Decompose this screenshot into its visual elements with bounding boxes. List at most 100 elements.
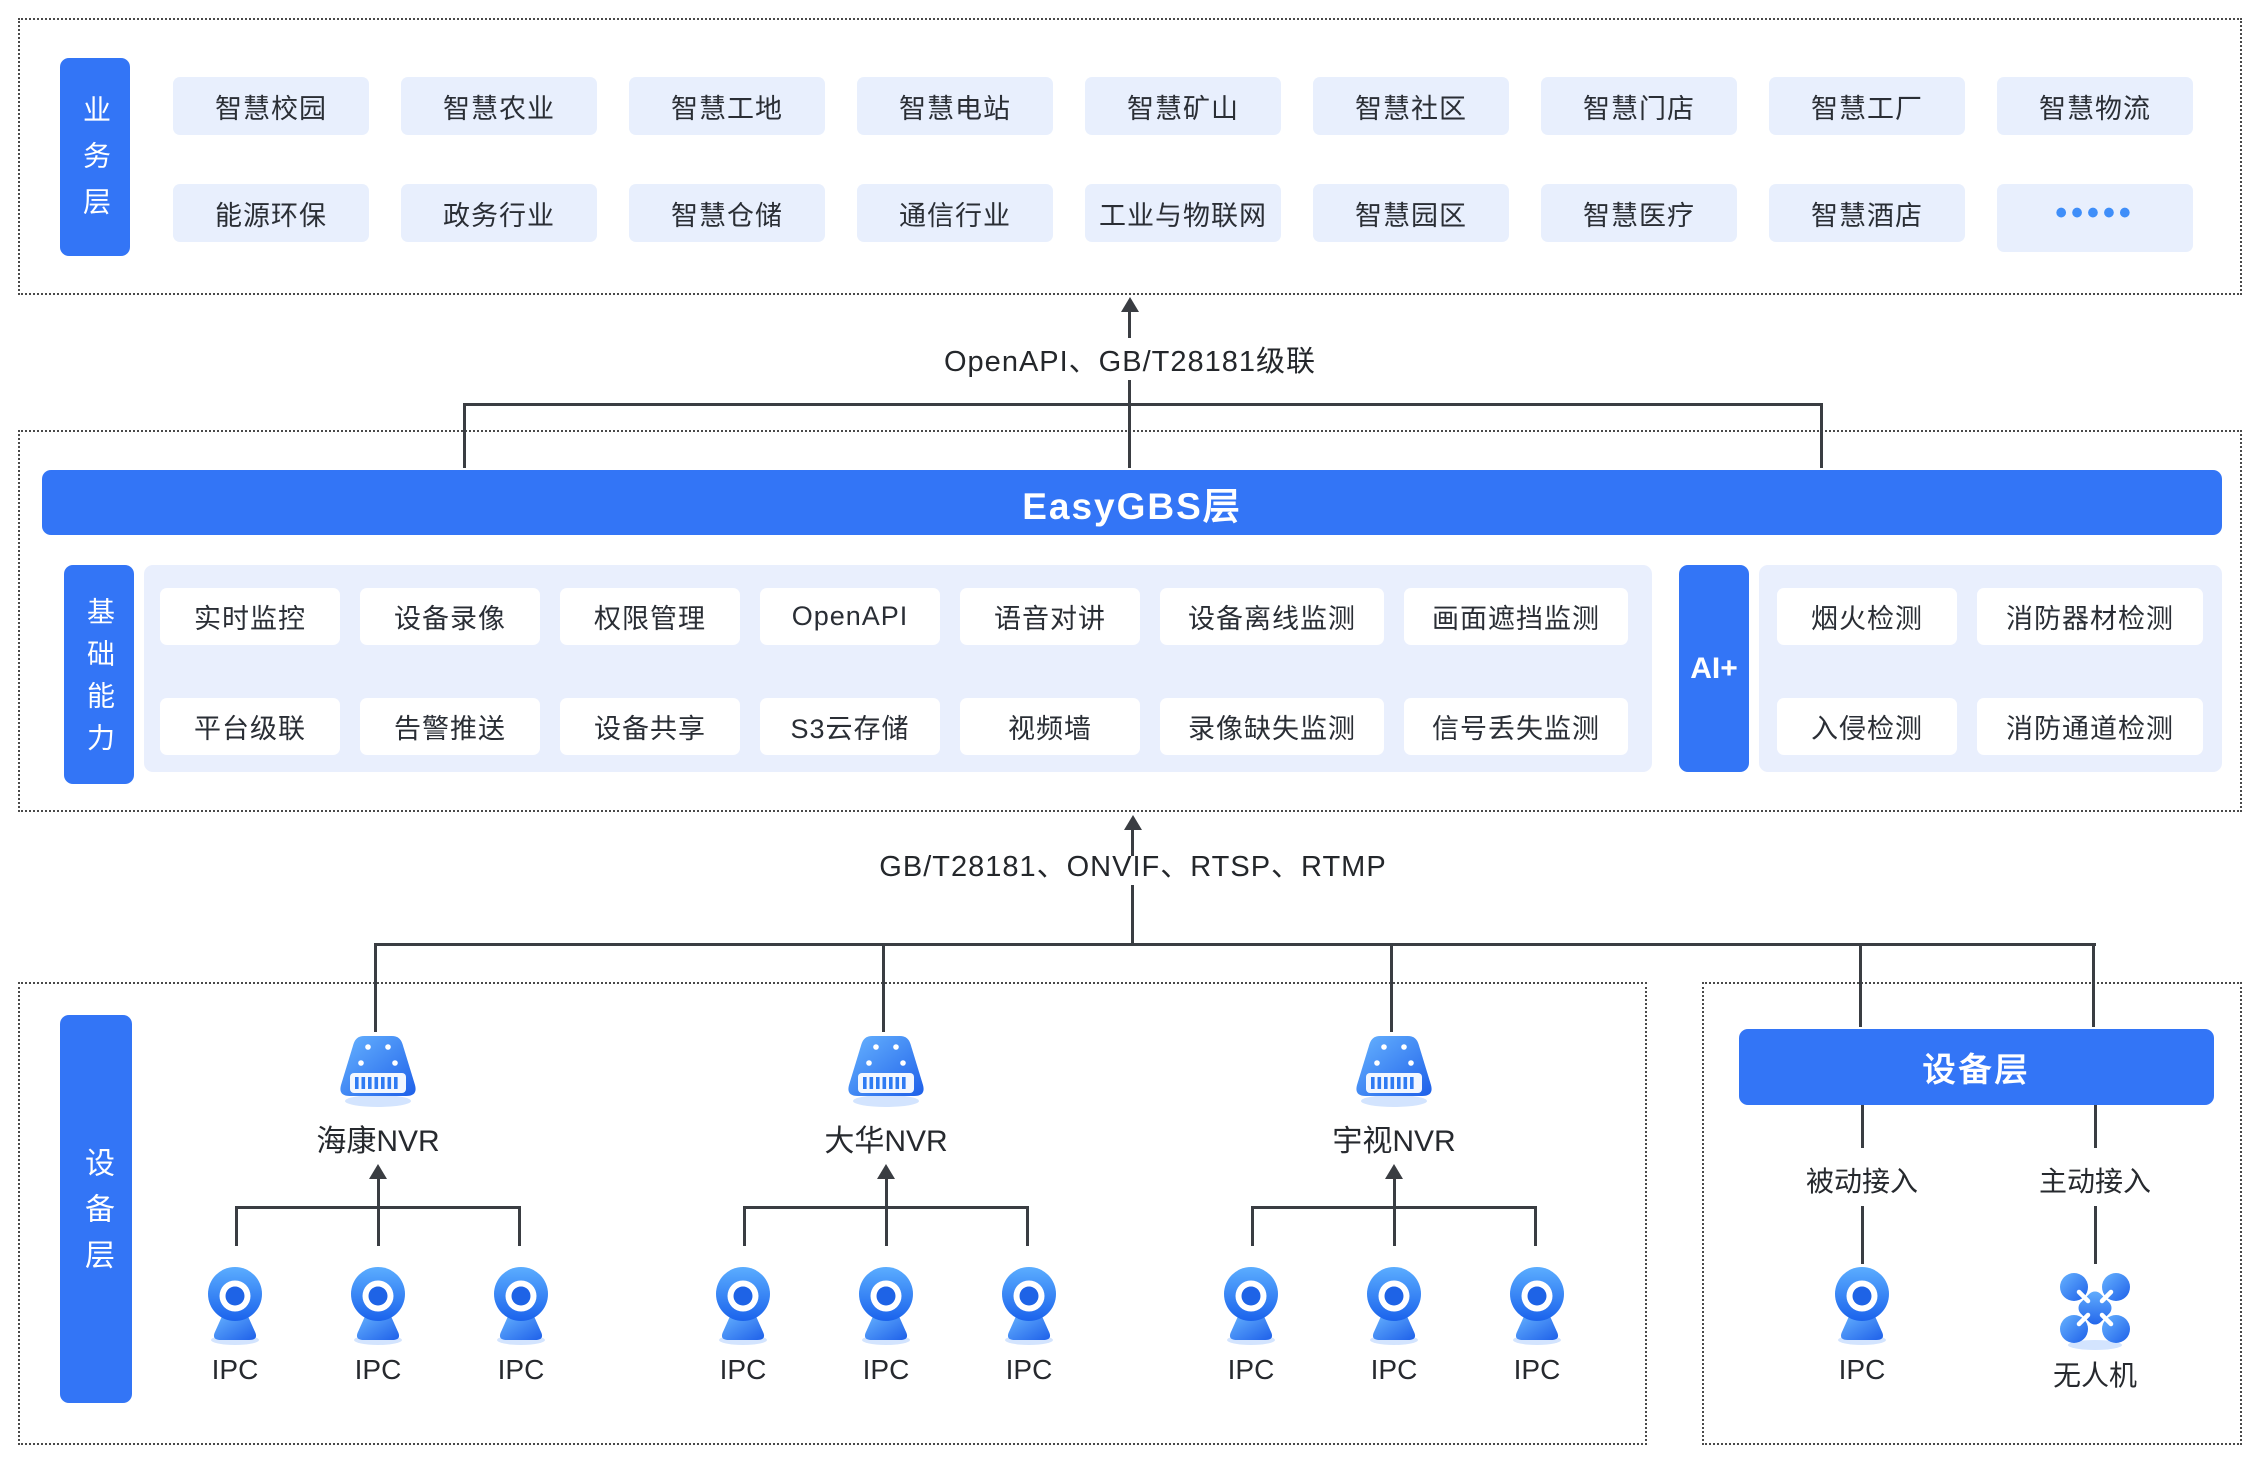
connector-line — [1393, 1178, 1396, 1246]
capabilities-row-1: 实时监控 设备录像 权限管理 OpenAPI 语音对讲 设备离线监测 画面遮挡监… — [160, 588, 1628, 645]
ipc-label: IPC — [497, 1354, 545, 1385]
ipc-camera-icon — [203, 1264, 267, 1351]
business-chip: 通信行业 — [857, 184, 1053, 242]
capability-chip: 实时监控 — [160, 588, 340, 645]
bracket-line — [1534, 1206, 1537, 1246]
drop-line — [1859, 943, 1862, 1027]
platform-layer-section: EasyGBS层 基础能力 实时监控 设备录像 权限管理 OpenAPI 语音对… — [18, 430, 2242, 812]
ipc-label: IPC — [1838, 1354, 1886, 1385]
business-chip: 智慧工厂 — [1769, 77, 1965, 135]
connector-line — [2094, 1206, 2097, 1264]
business-chip-more-dots: ••••• — [1997, 184, 2193, 252]
business-chip: 智慧门店 — [1541, 77, 1737, 135]
up-arrow-icon — [1124, 815, 1142, 830]
business-chip: 工业与物联网 — [1085, 184, 1281, 242]
ai-row-1: 烟火检测 消防器材检测 — [1777, 588, 2203, 645]
bracket-line — [1026, 1206, 1029, 1246]
bracket-line — [1251, 1206, 1254, 1246]
nvr-group-uniview: 宇视NVR IPC IPC IPC — [1194, 984, 1594, 1447]
bracket-line — [518, 1206, 521, 1246]
capability-chip: 信号丢失监测 — [1404, 698, 1628, 755]
capabilities-panel: 实时监控 设备录像 权限管理 OpenAPI 语音对讲 设备离线监测 画面遮挡监… — [144, 565, 1652, 772]
bracket-line — [743, 1206, 1029, 1209]
business-chip-grid: 智慧校园 智慧农业 智慧工地 智慧电站 智慧矿山 智慧社区 智慧门店 智慧工厂 … — [173, 77, 2193, 252]
business-chip: 智慧矿山 — [1085, 77, 1281, 135]
bracket-line — [235, 1206, 521, 1209]
ai-capability-chip: 消防器材检测 — [1977, 588, 2203, 645]
drop-line — [2092, 943, 2095, 1027]
nvr-icon — [1348, 1032, 1440, 1115]
capability-layer-label: 基础能力 — [64, 565, 134, 784]
bracket-line — [463, 403, 1823, 406]
ipc-label: IPC — [1513, 1354, 1561, 1385]
capability-chip: 设备共享 — [560, 698, 740, 755]
nvr-name: 宇视NVR — [1332, 1125, 1456, 1158]
connector-line — [1128, 380, 1131, 468]
ipc-camera-icon — [489, 1264, 553, 1351]
ipc-camera-icon — [854, 1264, 918, 1351]
business-layer-label: 业务层 — [60, 58, 130, 256]
capability-chip: 画面遮挡监测 — [1404, 588, 1628, 645]
ipc-label: IPC — [1005, 1354, 1053, 1385]
ipc-camera-icon — [711, 1264, 775, 1351]
business-chip: 智慧校园 — [173, 77, 369, 135]
ipc-camera-icon — [346, 1264, 410, 1351]
nvr-group-dahua: 大华NVR IPC IPC IPC — [686, 984, 1086, 1447]
capability-chip: 录像缺失监测 — [1160, 698, 1384, 755]
bracket-line — [235, 1206, 238, 1246]
business-chip: 智慧仓储 — [629, 184, 825, 242]
drone-label: 无人机 — [2052, 1360, 2137, 1391]
business-chip: 智慧医疗 — [1541, 184, 1737, 242]
business-chip: 智慧酒店 — [1769, 184, 1965, 242]
ipc-label: IPC — [1227, 1354, 1275, 1385]
capabilities-row-2: 平台级联 告警推送 设备共享 S3云存储 视频墙 录像缺失监测 信号丢失监测 — [160, 698, 1628, 755]
nvr-name: 大华NVR — [824, 1125, 948, 1158]
ipc-camera-icon — [1505, 1264, 1569, 1351]
drop-line — [882, 943, 885, 1032]
device-layer-label: 设备层 — [60, 1015, 132, 1403]
ipc-label: IPC — [1370, 1354, 1418, 1385]
business-chip: 智慧物流 — [1997, 77, 2193, 135]
ipc-label: IPC — [354, 1354, 402, 1385]
connector-line — [1861, 1105, 1864, 1148]
bracket-line — [743, 1206, 746, 1246]
up-arrow-icon — [1121, 297, 1139, 312]
business-chip: 智慧电站 — [857, 77, 1053, 135]
ai-row-2: 入侵检测 消防通道检测 — [1777, 698, 2203, 755]
easygbs-banner: EasyGBS层 — [42, 470, 2222, 535]
up-arrow-icon — [1385, 1164, 1403, 1179]
up-arrow-icon — [369, 1164, 387, 1179]
capability-chip: 设备离线监测 — [1160, 588, 1384, 645]
bracket-line — [463, 403, 466, 468]
drone-icon — [2051, 1264, 2139, 1357]
capability-chip: 视频墙 — [960, 698, 1140, 755]
bracket-line — [1251, 1206, 1537, 1209]
active-access-label: 主动接入 — [2038, 1166, 2151, 1197]
nvr-icon — [332, 1032, 424, 1115]
nvr-name: 海康NVR — [316, 1125, 440, 1158]
drop-line — [1390, 943, 1393, 1032]
access-layer-banner: 设备层 — [1739, 1029, 2214, 1105]
ai-capabilities-panel: 烟火检测 消防器材检测 入侵检测 消防通道检测 — [1759, 565, 2222, 772]
connector-line — [1861, 1206, 1864, 1264]
connector-line — [885, 1178, 888, 1246]
ipc-camera-icon — [1219, 1264, 1283, 1351]
ipc-label: IPC — [862, 1354, 910, 1385]
drop-line — [374, 943, 377, 1032]
connector-line — [1131, 829, 1134, 856]
capability-chip: 权限管理 — [560, 588, 740, 645]
connector-line — [2094, 1105, 2097, 1148]
ai-plus-label: AI+ — [1679, 565, 1749, 772]
ai-capability-chip: 烟火检测 — [1777, 588, 1957, 645]
ipc-label: IPC — [211, 1354, 259, 1385]
access-layer-section: 设备层 被动接入 主动接入 IPC 无 — [1702, 982, 2242, 1445]
bracket-line — [1820, 403, 1823, 468]
capability-chip: 设备录像 — [360, 588, 540, 645]
connector-line — [1131, 885, 1134, 945]
nvr-group-hikvision: 海康NVR IPC IPC IPC — [178, 984, 578, 1447]
passive-access-label: 被动接入 — [1805, 1166, 1918, 1197]
ipc-camera-icon — [1830, 1264, 1894, 1351]
capability-chip: S3云存储 — [760, 698, 940, 755]
ai-capability-chip: 消防通道检测 — [1977, 698, 2203, 755]
